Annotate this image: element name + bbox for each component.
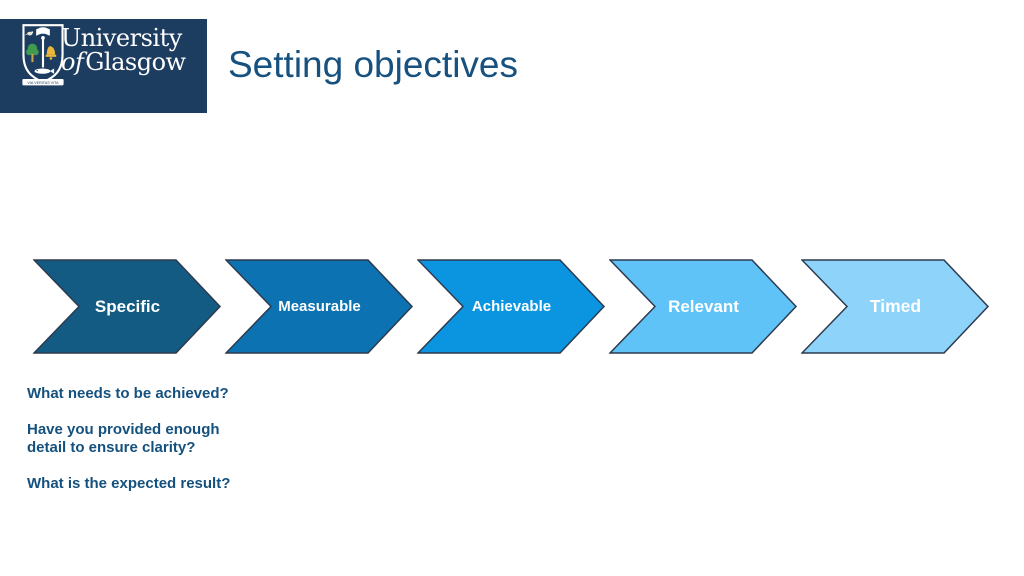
chevron-achievable: Achievable [417, 259, 606, 354]
chevron-shape [609, 259, 798, 354]
university-wordmark: University of Glasgow [61, 26, 206, 74]
wordmark-line2: of Glasgow [61, 48, 186, 76]
question-2: Have you provided enough detail to ensur… [27, 421, 220, 456]
chevron-specific: Specific [33, 259, 222, 354]
slide-title: Setting objectives [228, 44, 519, 85]
chevron-label: Specific [94, 296, 161, 316]
university-crest-icon: VIA VERITAS VITA [22, 24, 64, 86]
book-glyph [36, 27, 50, 36]
chevron-shape [225, 259, 414, 354]
chevron-relevant: Relevant [609, 259, 798, 354]
chevron-label: Timed [869, 296, 922, 316]
wordmark-line1: University [61, 24, 182, 52]
smart-chevron-row: Specific Measurable Achievable Relevant … [0, 259, 1024, 354]
specific-questions: What needs to be achieved? Have you prov… [27, 385, 327, 511]
chevron-measurable: Measurable [225, 259, 414, 354]
chevron-shape [801, 259, 990, 354]
question-1: What needs to be achieved? [27, 385, 229, 402]
motto-text: VIA VERITAS VITA [27, 81, 59, 85]
chevron-shape [33, 259, 222, 354]
chevron-label: Measurable [278, 298, 361, 315]
question-3: What is the expected result? [27, 475, 231, 492]
chevron-shape [417, 259, 606, 354]
chevron-timed: Timed [801, 259, 990, 354]
chevron-label: Achievable [471, 298, 552, 315]
chevron-label: Relevant [668, 296, 739, 316]
university-logo: VIA VERITAS VITA University of Glasgow [0, 19, 207, 113]
